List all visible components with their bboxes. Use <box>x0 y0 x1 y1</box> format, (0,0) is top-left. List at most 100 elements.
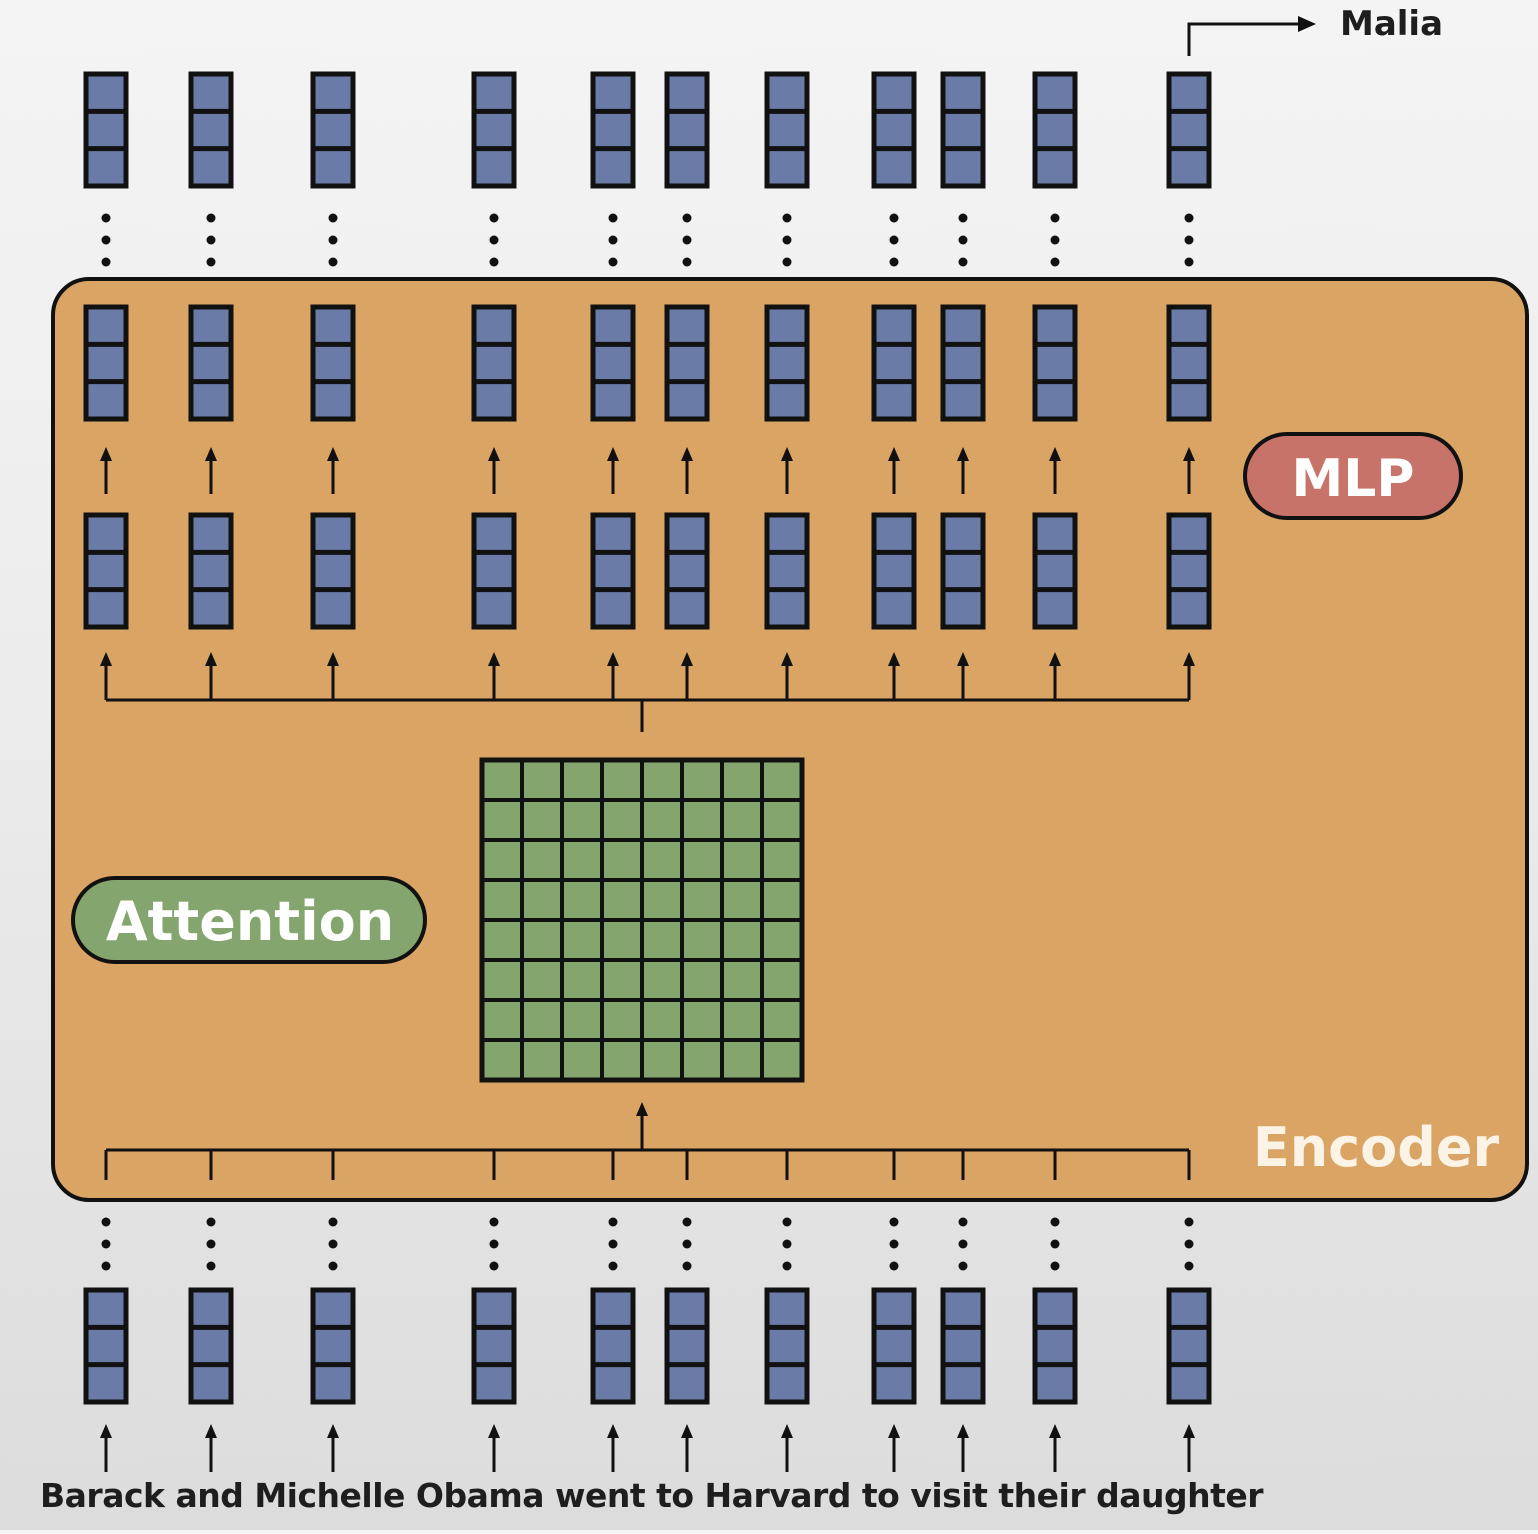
output-ellipsis-5-dot-3 <box>608 257 618 267</box>
attention-arrow-5 <box>607 652 619 700</box>
attention-vector-5-box <box>590 512 636 630</box>
mlp-arrow-9-head <box>957 447 969 461</box>
mlp-arrow-5-head <box>607 447 619 461</box>
mlp-arrow-5 <box>607 447 619 494</box>
mlp-vector-5-box <box>590 304 636 422</box>
mlp-vector-1 <box>83 304 129 422</box>
mlp-vector-3 <box>310 304 356 422</box>
input-vector-4 <box>471 1287 517 1405</box>
input-ellipsis-11-dot-3 <box>1184 1261 1194 1271</box>
input-ellipsis-5-dot-1 <box>608 1217 618 1227</box>
input-ellipsis-6-dot-3 <box>682 1261 692 1271</box>
mlp-vector-9 <box>940 304 986 422</box>
input-ellipsis-4-dot-1 <box>489 1217 499 1227</box>
input-arrow-9 <box>957 1424 969 1472</box>
input-vector-3-box <box>310 1287 356 1405</box>
output-ellipsis-9-dot-2 <box>958 235 968 245</box>
output-ellipsis-9-dot-1 <box>958 213 968 223</box>
mlp-pill <box>1243 432 1463 520</box>
mlp-vector-3-box <box>310 304 356 422</box>
input-arrow-7-head <box>781 1424 793 1438</box>
input-ellipsis-5 <box>608 1217 618 1271</box>
mlp-vector-1-box <box>83 304 129 422</box>
mlp-vector-6-box <box>664 304 710 422</box>
input-ellipsis-1 <box>101 1217 111 1271</box>
mlp-arrow-11-head <box>1183 447 1195 461</box>
mlp-arrow-8 <box>888 447 900 494</box>
input-ellipsis-7-dot-1 <box>782 1217 792 1227</box>
input-arrow-5 <box>607 1424 619 1472</box>
attention-vector-1-box <box>83 512 129 630</box>
mlp-vector-7 <box>764 304 810 422</box>
input-vector-5 <box>590 1287 636 1405</box>
input-arrow-6 <box>681 1424 693 1472</box>
mlp-vector-8-box <box>871 304 917 422</box>
input-vector-5-box <box>590 1287 636 1405</box>
input-ellipsis-1-dot-1 <box>101 1217 111 1227</box>
mlp-vector-4 <box>471 304 517 422</box>
input-arrow-5-head <box>607 1424 619 1438</box>
input-vector-1-box <box>83 1287 129 1405</box>
output-ellipsis-3-dot-2 <box>328 235 338 245</box>
mlp-arrow-7-head <box>781 447 793 461</box>
input-ellipsis-9 <box>958 1217 968 1271</box>
input-ellipsis-1-dot-3 <box>101 1261 111 1271</box>
attention-vector-8 <box>871 512 917 630</box>
input-ellipsis-7-dot-2 <box>782 1239 792 1249</box>
mlp-arrow-2-head <box>205 447 217 461</box>
input-vector-7 <box>764 1287 810 1405</box>
input-arrow-2 <box>205 1424 217 1472</box>
mlp-vector-4-box <box>471 304 517 422</box>
attention-arrow-7-head <box>781 652 793 666</box>
input-ellipsis-8 <box>889 1217 899 1271</box>
input-ellipsis-8-dot-2 <box>889 1239 899 1249</box>
input-ellipsis-6-dot-1 <box>682 1217 692 1227</box>
input-ellipsis-10-dot-3 <box>1050 1261 1060 1271</box>
output-ellipsis-10-dot-3 <box>1050 257 1060 267</box>
mlp-arrow-3-head <box>327 447 339 461</box>
output-ellipsis-4 <box>489 213 499 267</box>
attention-arrow-7 <box>781 652 793 700</box>
output-vector-5-box <box>590 71 636 189</box>
attention-arrow-9 <box>957 652 969 700</box>
input-vector-11 <box>1166 1287 1212 1405</box>
output-ellipsis-6-dot-1 <box>682 213 692 223</box>
output-ellipsis-4-dot-3 <box>489 257 499 267</box>
input-arrow-6-head <box>681 1424 693 1438</box>
mlp-output-layer <box>83 304 1212 422</box>
input-arrow-4-head <box>488 1424 500 1438</box>
attention-vector-7 <box>764 512 810 630</box>
mlp-arrow-8-head <box>888 447 900 461</box>
output-vector-2-box <box>188 71 234 189</box>
input-arrow-4 <box>488 1424 500 1472</box>
output-ellipsis-5 <box>608 213 618 267</box>
output-ellipsis-5-dot-2 <box>608 235 618 245</box>
input-ellipsis-11-dot-1 <box>1184 1217 1194 1227</box>
attention-arrow-10-head <box>1049 652 1061 666</box>
output-ellipsis-10-dot-1 <box>1050 213 1060 223</box>
mlp-arrow-4 <box>488 447 500 494</box>
mlp-vector-7-box <box>764 304 810 422</box>
mlp-arrow-6 <box>681 447 693 494</box>
output-ellipsis-2 <box>206 213 216 267</box>
input-vector-7-box <box>764 1287 810 1405</box>
attention-vector-2-box <box>188 512 234 630</box>
mlp-vector-2 <box>188 304 234 422</box>
attention-arrow-6-head <box>681 652 693 666</box>
input-ellipsis-8-dot-1 <box>889 1217 899 1227</box>
attention-arrow-10 <box>1049 652 1061 700</box>
output-vector-11-box <box>1166 71 1212 189</box>
output-vector-3-box <box>310 71 356 189</box>
mlp-arrow-7 <box>781 447 793 494</box>
output-ellipsis-10 <box>1050 213 1060 267</box>
mlp-arrow-3 <box>327 447 339 494</box>
input-embedding-layer <box>83 1217 1212 1405</box>
attention-vector-4-box <box>471 512 517 630</box>
input-vector-9 <box>940 1287 986 1405</box>
output-ellipsis-6-dot-3 <box>682 257 692 267</box>
output-vector-3 <box>310 71 356 189</box>
input-arrow-7 <box>781 1424 793 1472</box>
output-ellipsis-8-dot-3 <box>889 257 899 267</box>
mlp-arrow-1-head <box>100 447 112 461</box>
input-ellipsis-3-dot-2 <box>328 1239 338 1249</box>
